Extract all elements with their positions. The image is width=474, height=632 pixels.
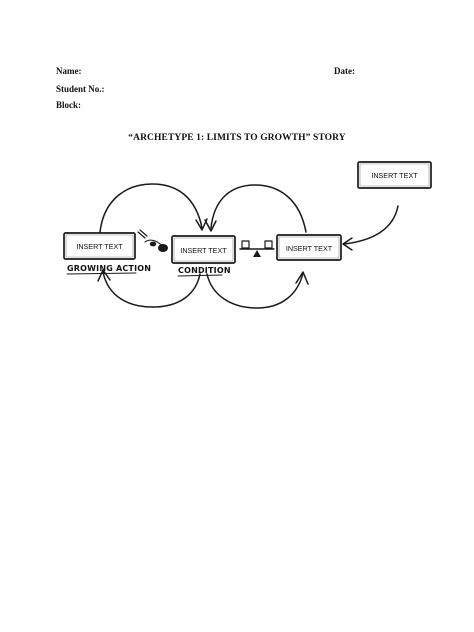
student-number-field-label: Student No.:: [56, 84, 105, 94]
reinforcing-loop-top-arrowhead: [195, 218, 208, 231]
constraint-box-text: INSERT TEXT: [371, 171, 418, 180]
constraint-arrow: [343, 205, 399, 245]
growing-action-label: GROWING ACTION: [67, 264, 151, 273]
page-title: “ARCHETYPE 1: LIMITS TO GROWTH” STORY: [128, 133, 346, 143]
condition-label: CONDITION: [178, 266, 231, 275]
reinforcing-loop-bottom-arrowhead: [97, 269, 111, 282]
limiting-action-box-text: INSERT TEXT: [286, 244, 333, 253]
box-constraint: INSERT TEXT: [357, 161, 432, 189]
growing-action-box-text: INSERT TEXT: [76, 242, 123, 251]
balancing-loop-bottom-arrow: [206, 272, 304, 309]
box-condition: INSERT TEXT: [171, 235, 236, 264]
snowball-icon: [137, 229, 168, 252]
box-limiting-action: INSERT TEXT: [276, 234, 342, 261]
balancing-loop-top-arrow: [210, 184, 307, 233]
balance-scale-icon: [239, 240, 275, 257]
block-field-label: Block:: [56, 100, 82, 110]
box-growing-action: INSERT TEXT: [63, 232, 136, 260]
balancing-loop-top-arrowhead: [204, 219, 217, 232]
balancing-loop-bottom-arrowhead: [295, 271, 309, 285]
condition-box-text: INSERT TEXT: [180, 246, 227, 255]
reinforcing-loop-top-arrow: [99, 183, 203, 233]
name-field-label: Name:: [56, 66, 82, 76]
loop-arrows: [97, 183, 399, 309]
date-field-label: Date:: [334, 66, 355, 76]
constraint-arrowhead: [342, 237, 353, 251]
reinforcing-loop-bottom-arrow: [102, 271, 201, 308]
